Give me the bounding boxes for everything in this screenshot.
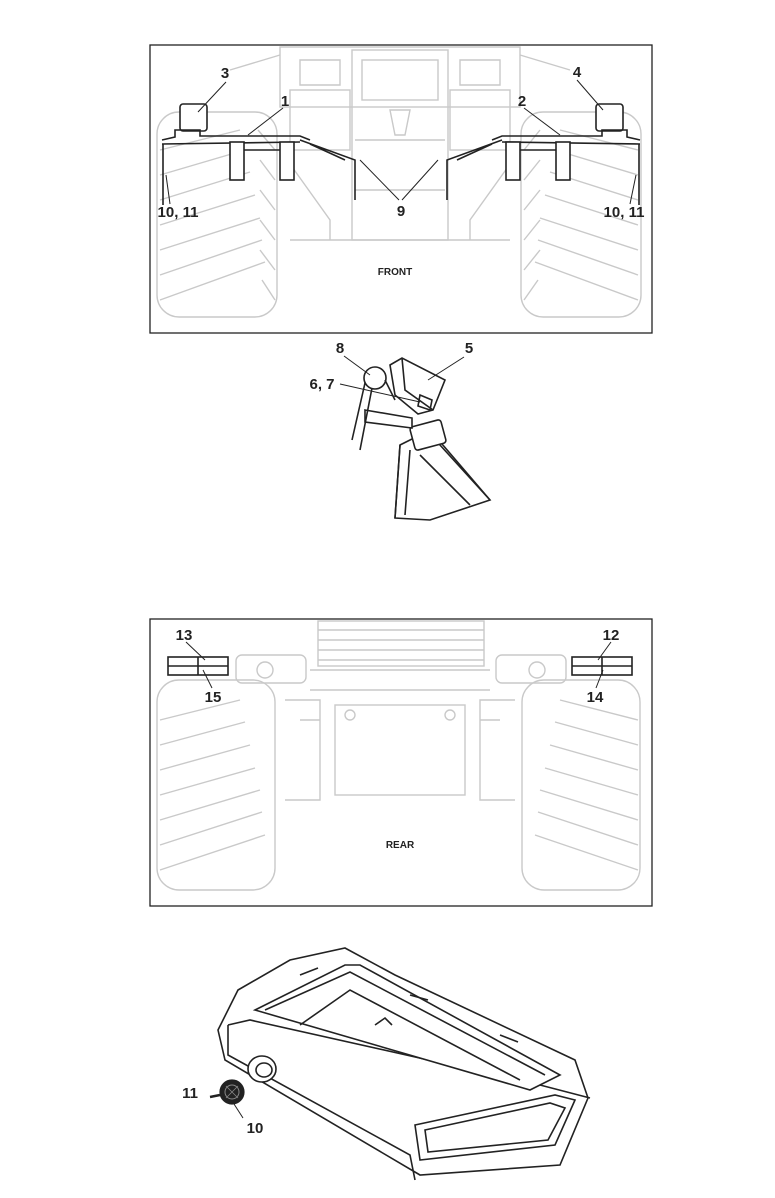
front-view-frame <box>149 44 653 334</box>
front-right-bracket-2 <box>505 141 521 181</box>
callout-9: 9 <box>397 203 405 220</box>
callout-4: 4 <box>573 64 582 81</box>
front-view-panel: 3 1 4 2 9 10, 11 10, 11 FRONT <box>149 44 653 334</box>
pin-detail: 8 5 6, 7 <box>309 340 492 521</box>
callout-10-11-right: 10, 11 <box>604 204 645 221</box>
callout-2: 2 <box>518 93 526 110</box>
callout-10: 10 <box>247 1120 264 1137</box>
rear-caption: REAR <box>386 840 415 851</box>
rear-view-frame <box>149 618 653 907</box>
front-caption: FRONT <box>378 267 412 278</box>
callout-8: 8 <box>336 340 344 357</box>
callout-14: 14 <box>587 689 604 706</box>
callout-3: 3 <box>221 65 229 82</box>
callout-10-11-left: 10, 11 <box>158 204 199 221</box>
callout-1: 1 <box>281 93 289 110</box>
front-right-bracket-1 <box>555 141 571 181</box>
callout-5: 5 <box>465 340 473 357</box>
front-left-bracket-2 <box>279 141 295 181</box>
tray-detail: 11 10 <box>182 947 591 1181</box>
front-left-lamp <box>179 103 208 132</box>
rear-right-tire <box>521 679 641 891</box>
front-leader-lines <box>165 79 637 205</box>
front-left-bracket-1 <box>229 141 245 181</box>
callout-6-7: 6, 7 <box>309 376 334 393</box>
callout-11: 11 <box>182 1085 198 1102</box>
rear-view-panel: 13 12 15 14 REAR <box>149 618 653 907</box>
rear-left-tire <box>156 679 276 891</box>
callout-15: 15 <box>205 689 222 706</box>
front-machine-body <box>229 46 571 241</box>
callout-12: 12 <box>603 627 620 644</box>
rear-machine-body <box>235 620 567 801</box>
front-right-lamp <box>595 103 624 132</box>
front-left-tire <box>156 111 278 318</box>
screw-part-11 <box>209 1093 221 1099</box>
callout-13: 13 <box>176 627 193 644</box>
rear-lamp-brackets <box>167 656 633 676</box>
front-fender-parts <box>161 103 641 205</box>
front-right-tire <box>520 111 642 318</box>
plug-part-10 <box>219 1079 245 1105</box>
